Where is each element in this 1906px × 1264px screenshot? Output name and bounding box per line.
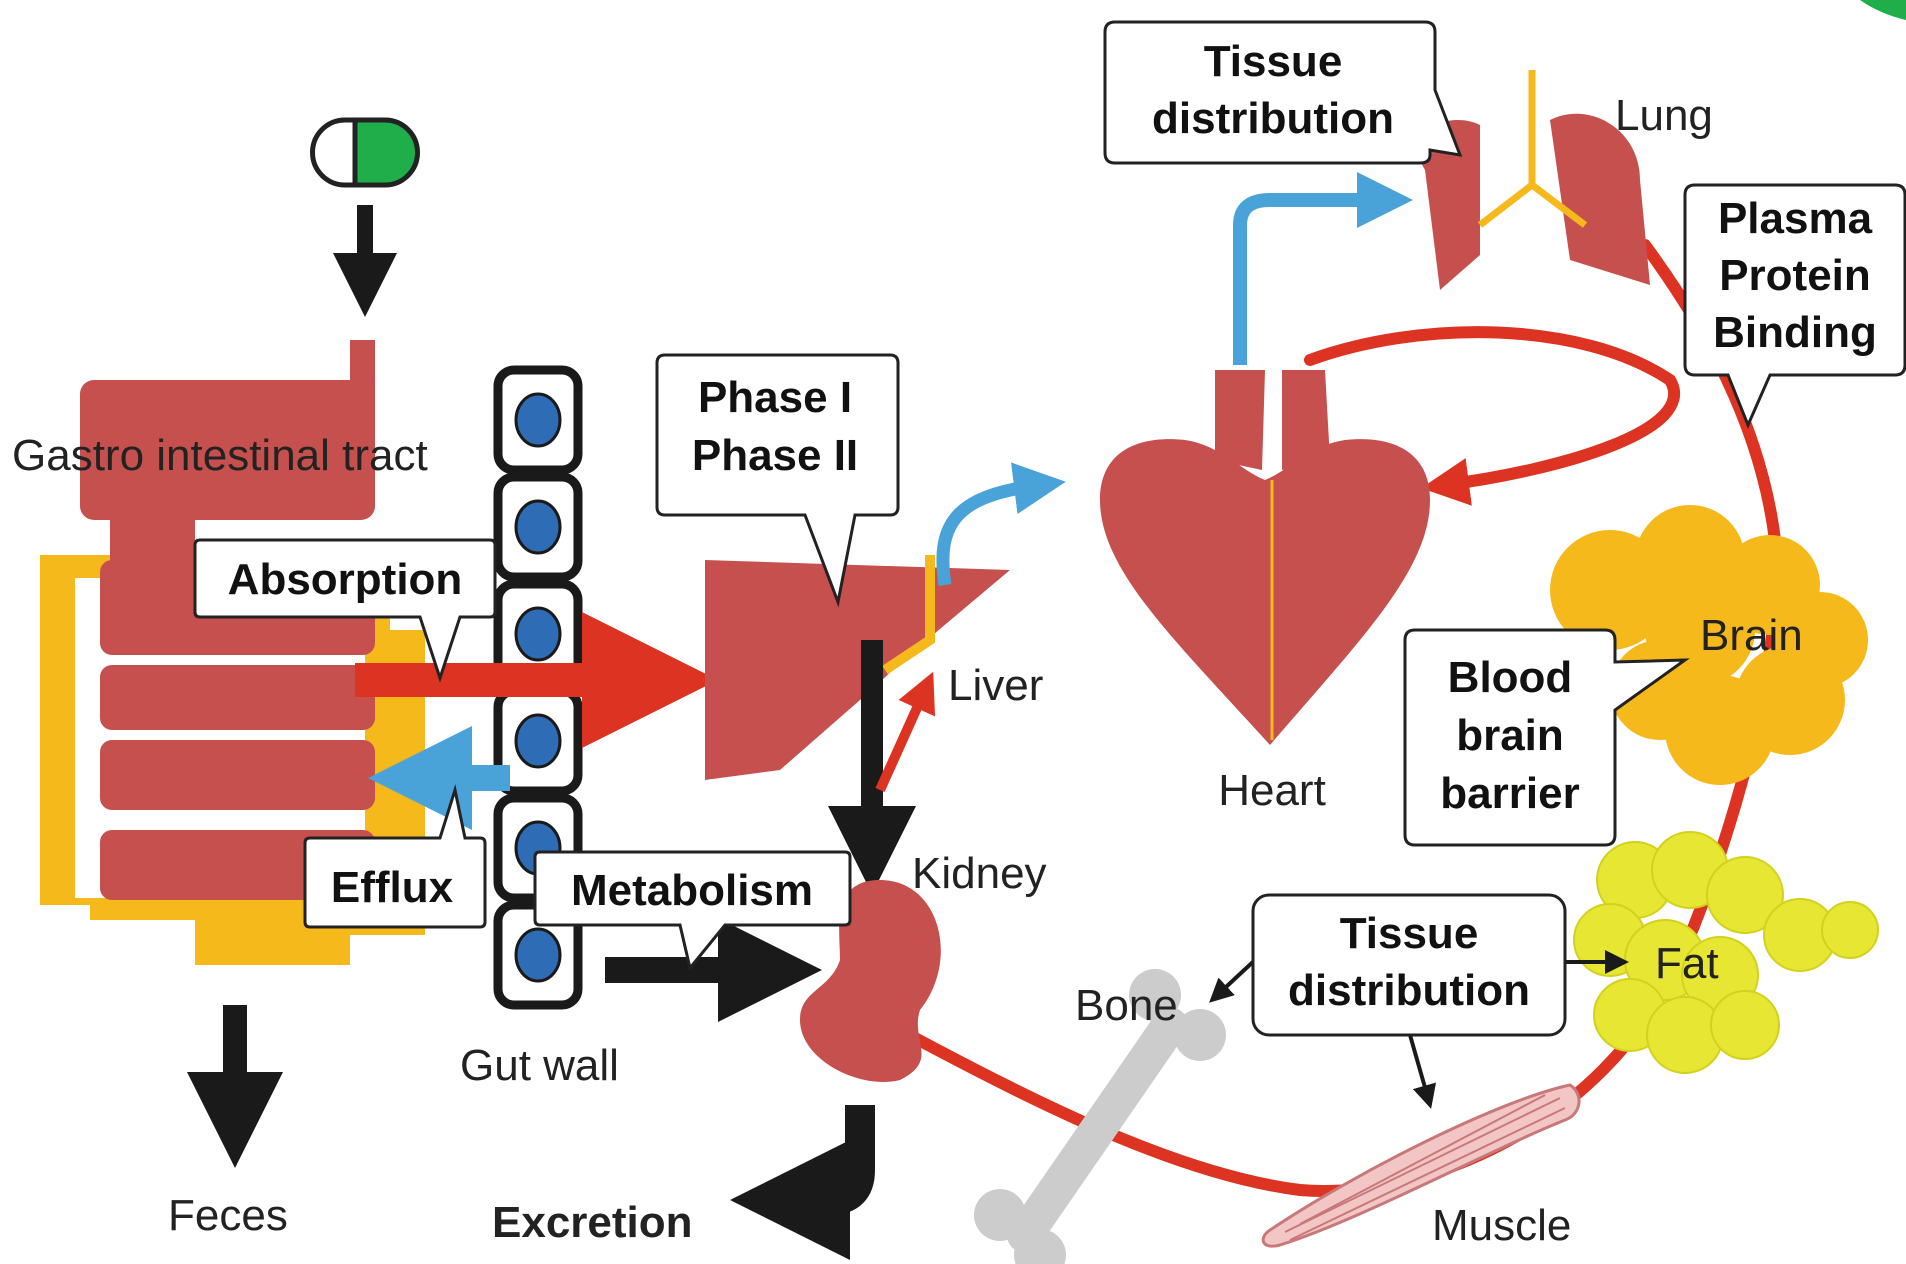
feces-label: Feces [168, 1191, 288, 1240]
blood-brain-barrier-callout: Blood brain barrier [1405, 630, 1685, 845]
phase-1-label: Phase I [698, 373, 852, 422]
bbb-line2: brain [1456, 711, 1564, 760]
plasma-line2: Protein [1719, 251, 1871, 300]
excretion-arrow [790, 1105, 860, 1200]
bbb-line1: Blood [1448, 653, 1573, 702]
fat [1574, 832, 1878, 1073]
plasma-line3: Binding [1713, 308, 1877, 357]
metabolism-label: Metabolism [571, 866, 813, 915]
liver-label: Liver [948, 661, 1043, 710]
tissue-distribution-top-callout: Tissue distribution [1105, 22, 1460, 163]
corner-decoration [1860, 0, 1906, 20]
tissue-distribution-bottom-callout: Tissue distribution [1253, 895, 1565, 1035]
tissue-distribution-bottom-line1: Tissue [1340, 909, 1479, 958]
brain-label: Brain [1700, 611, 1803, 660]
kidney-label: Kidney [912, 849, 1047, 898]
bone-label: Bone [1075, 981, 1178, 1030]
phase-2-label: Phase II [692, 431, 858, 480]
plasma-protein-binding-callout: Plasma Protein Binding [1685, 185, 1905, 425]
tissue-distribution-top-line2: distribution [1152, 94, 1394, 143]
blood-to-liver-arrow [880, 690, 925, 790]
efflux-label: Efflux [331, 863, 454, 912]
absorption-label: Absorption [228, 555, 463, 604]
capsule-icon [313, 120, 418, 185]
bbb-line3: barrier [1440, 769, 1579, 818]
lung-label: Lung [1615, 91, 1713, 140]
excretion-label: Excretion [492, 1198, 693, 1247]
muscle-label: Muscle [1432, 1201, 1571, 1250]
fat-label: Fat [1655, 939, 1719, 988]
heart [1100, 370, 1430, 745]
gut-wall-label: Gut wall [460, 1041, 619, 1090]
tissue-distribution-bottom-line2: distribution [1288, 966, 1530, 1015]
gi-tract-label: Gastro intestinal tract [12, 431, 428, 480]
heart-label: Heart [1218, 766, 1326, 815]
plasma-line1: Plasma [1718, 194, 1873, 243]
tissue-distribution-top-line1: Tissue [1204, 37, 1343, 86]
